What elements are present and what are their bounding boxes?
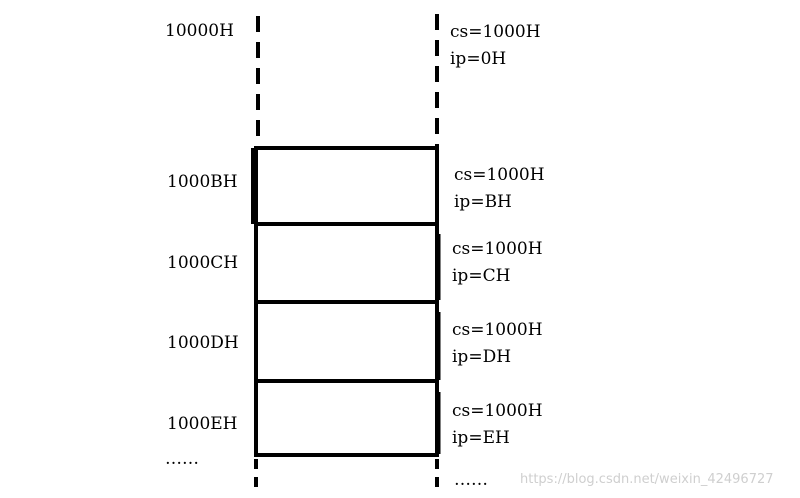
- address-label: 1000BH: [167, 172, 238, 192]
- address-label: 1000EH: [167, 414, 238, 434]
- register-cs-label: cs=1000H: [452, 401, 543, 421]
- register-cs-label: cs=1000H: [450, 22, 541, 42]
- register-ip-label: ip=DH: [452, 347, 512, 367]
- memory-cell-d: [254, 300, 439, 383]
- ellipsis-left: ……: [165, 449, 199, 469]
- register-ip-label: ip=0H: [450, 49, 507, 69]
- address-label: 1000CH: [167, 253, 239, 273]
- address-label: 10000H: [165, 21, 234, 41]
- memory-cell-b: [254, 146, 439, 226]
- register-cs-label: cs=1000H: [452, 239, 543, 259]
- register-ip-label: ip=EH: [452, 428, 510, 448]
- watermark-text: https://blog.csdn.net/weixin_42496727: [520, 472, 774, 487]
- register-cs-label: cs=1000H: [452, 320, 543, 340]
- address-label: 1000DH: [167, 333, 239, 353]
- ellipsis-right: ……: [454, 470, 488, 490]
- memory-cell-e: [254, 379, 439, 457]
- register-ip-label: ip=BH: [454, 192, 512, 212]
- register-ip-label: ip=CH: [452, 266, 511, 286]
- memory-cell-c: [254, 222, 439, 304]
- register-cs-label: cs=1000H: [454, 165, 545, 185]
